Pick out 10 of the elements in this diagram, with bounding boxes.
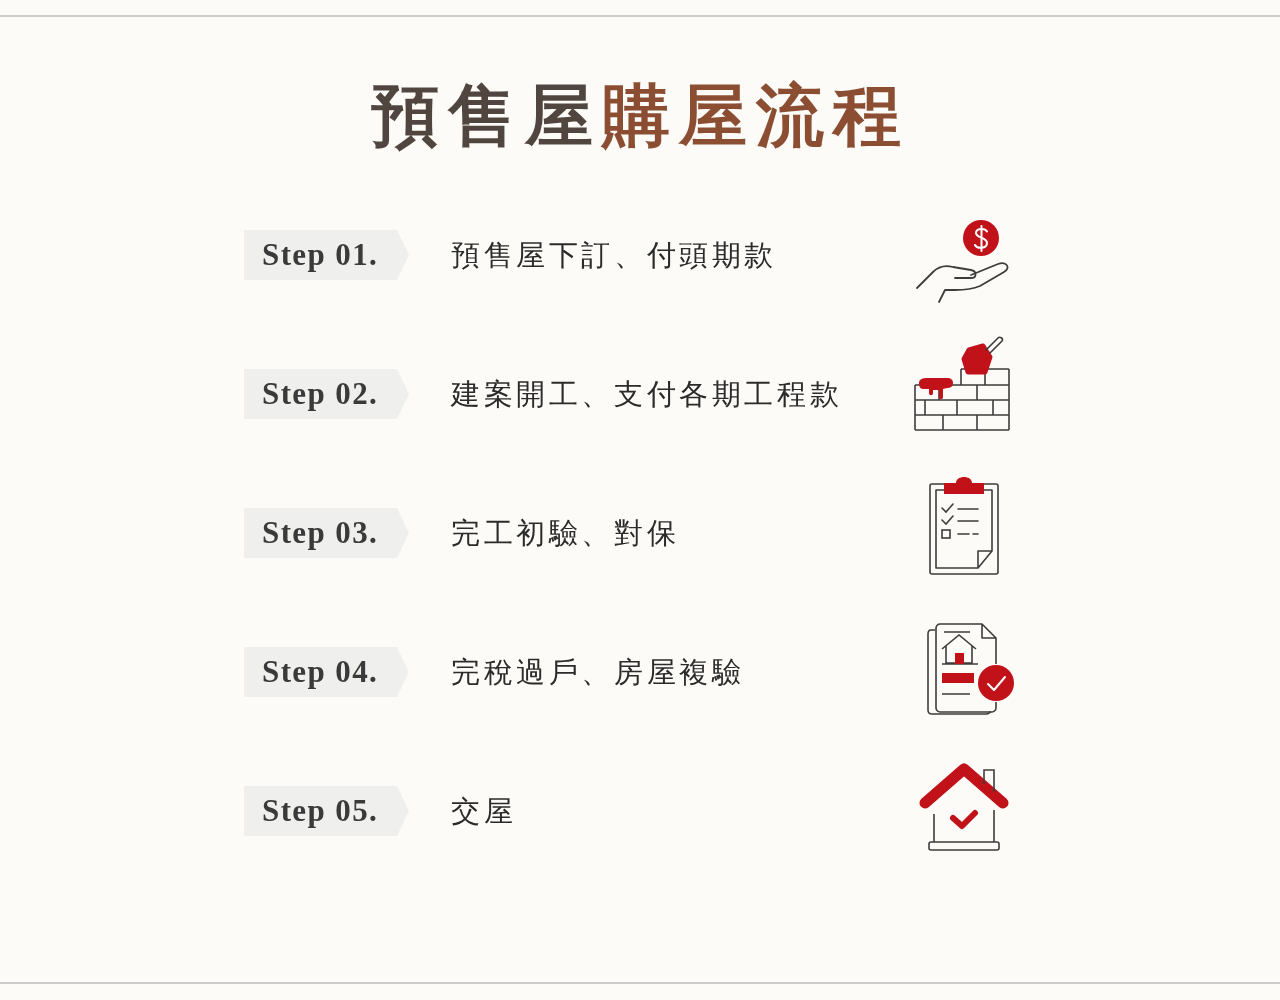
step-description: 完工初驗、對保 [451,515,680,552]
step-description: 完稅過戶、房屋複驗 [451,654,745,691]
step-tag: Step 02. [244,369,409,419]
step-description: 預售屋下訂、付頭期款 [451,237,777,274]
step-tag: Step 01. [244,230,409,280]
step-tag: Step 04. [244,647,409,697]
step-description: 交屋 [451,793,517,830]
step-description: 建案開工、支付各期工程款 [451,376,843,413]
step-tag: Step 03. [244,508,409,558]
step-tag: Step 05. [244,786,409,836]
